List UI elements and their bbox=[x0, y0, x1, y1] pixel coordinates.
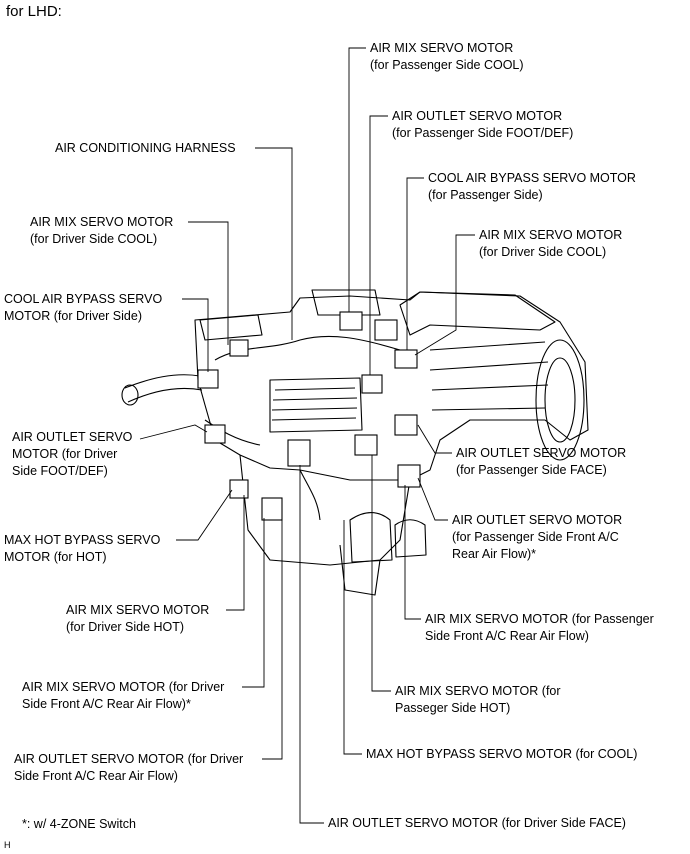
label-air-mix-driver-rear: AIR MIX SERVO MOTOR (for Driver Side Fro… bbox=[22, 680, 225, 711]
label-air-outlet-passenger-foot-def: AIR OUTLET SERVO MOTOR (for Passenger Si… bbox=[392, 109, 574, 140]
servo-motor-icon bbox=[397, 464, 421, 488]
label-air-mix-driver-cool-right: AIR MIX SERVO MOTOR (for Driver Side COO… bbox=[479, 228, 623, 259]
label-max-hot-bypass-cool: MAX HOT BYPASS SERVO MOTOR (for COOL) bbox=[366, 747, 638, 761]
servo-motor-icons bbox=[197, 311, 421, 521]
hvac-housing bbox=[121, 289, 589, 596]
servo-motor-icon bbox=[204, 424, 226, 444]
servo-motor-icon bbox=[394, 349, 418, 369]
leader-lines bbox=[139, 47, 475, 824]
servo-motor-icon bbox=[197, 369, 219, 389]
label-max-hot-bypass-hot: MAX HOT BYPASS SERVO MOTOR (for HOT) bbox=[4, 533, 161, 564]
servo-motor-icon bbox=[229, 339, 249, 357]
label-air-mix-driver-hot: AIR MIX SERVO MOTOR (for Driver Side HOT… bbox=[66, 603, 210, 634]
label-cool-bypass-driver: COOL AIR BYPASS SERVO MOTOR (for Driver … bbox=[4, 292, 163, 323]
servo-motor-icon bbox=[354, 434, 378, 456]
servo-motor-icon bbox=[361, 374, 383, 394]
label-air-mix-passenger-hot: AIR MIX SERVO MOTOR (for Passeger Side H… bbox=[395, 684, 561, 715]
footnote: *: w/ 4-ZONE Switch bbox=[22, 817, 136, 831]
label-ac-harness: AIR CONDITIONING HARNESS bbox=[55, 141, 236, 155]
label-air-outlet-passenger-rear: AIR OUTLET SERVO MOTOR (for Passenger Si… bbox=[452, 513, 623, 561]
label-air-outlet-driver-rear: AIR OUTLET SERVO MOTOR (for Driver Side … bbox=[14, 752, 244, 783]
label-air-mix-driver-cool-left: AIR MIX SERVO MOTOR (for Driver Side COO… bbox=[30, 215, 174, 246]
label-air-outlet-driver-face: AIR OUTLET SERVO MOTOR (for Driver Side … bbox=[328, 816, 626, 830]
servo-motor-icon bbox=[287, 439, 311, 467]
servo-motor-icon bbox=[261, 497, 283, 521]
label-air-mix-passenger-cool: AIR MIX SERVO MOTOR (for Passenger Side … bbox=[370, 41, 524, 72]
servo-motor-icon bbox=[229, 479, 249, 499]
servo-motor-icon bbox=[339, 311, 363, 331]
label-air-outlet-driver-foot-def: AIR OUTLET SERVO MOTOR (for Driver Side … bbox=[12, 430, 133, 478]
label-air-outlet-passenger-face: AIR OUTLET SERVO MOTOR (for Passenger Si… bbox=[456, 446, 627, 477]
corner-mark: H bbox=[4, 840, 11, 850]
servo-motor-icon bbox=[374, 319, 398, 341]
diagram-header: for LHD: bbox=[6, 3, 62, 20]
label-cool-bypass-passenger: COOL AIR BYPASS SERVO MOTOR (for Passeng… bbox=[428, 171, 636, 202]
servo-motor-icon bbox=[394, 414, 418, 436]
label-air-mix-passenger-rear: AIR MIX SERVO MOTOR (for Passenger Side … bbox=[425, 612, 654, 643]
